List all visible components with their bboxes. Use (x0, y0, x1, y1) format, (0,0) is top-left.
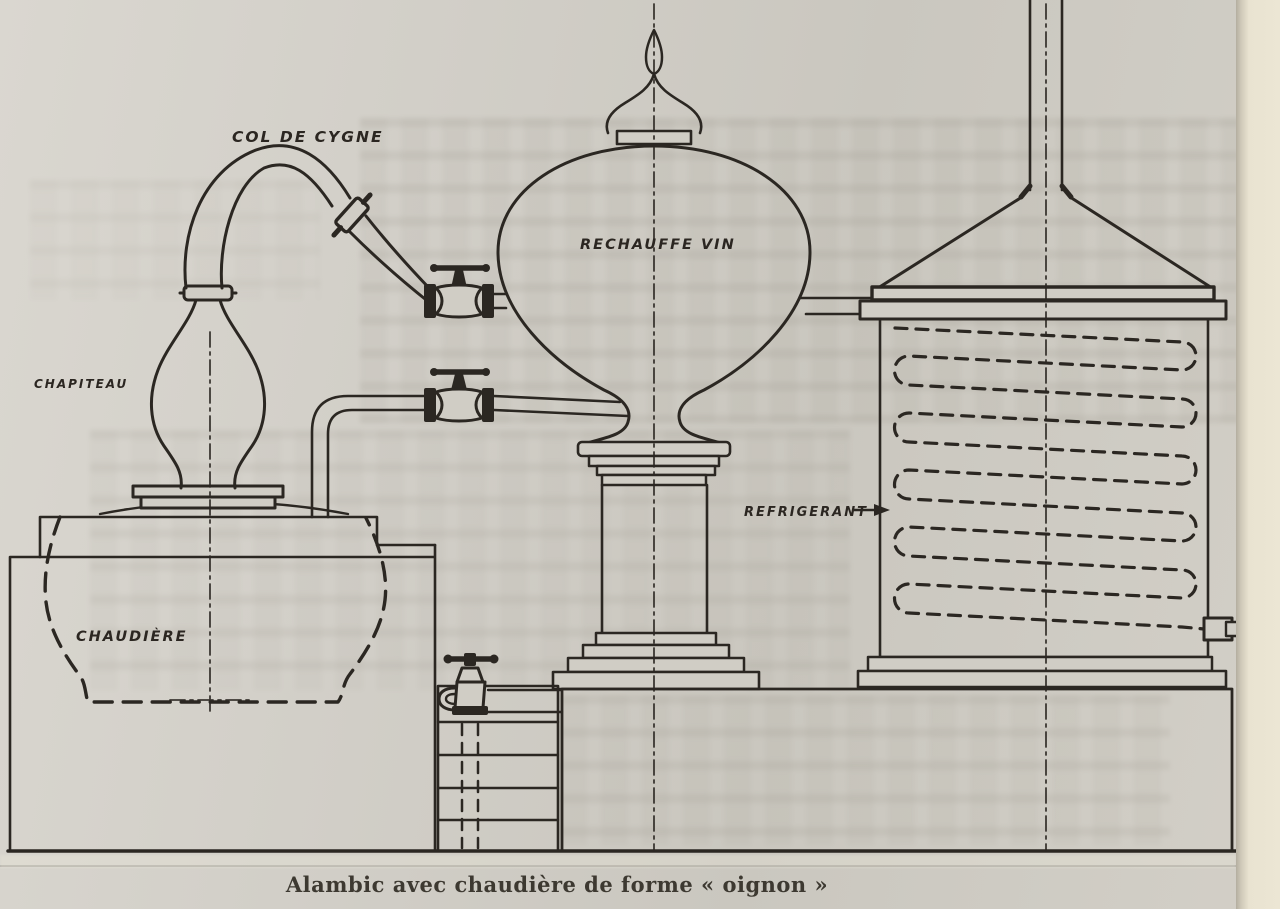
plinth-base (486, 687, 1234, 853)
vapour-pipe-to-heater (492, 292, 508, 310)
lower-valve (424, 368, 494, 423)
label-chapiteau: CHAPITEAU (34, 377, 128, 391)
ground-line (0, 849, 1238, 867)
pipe-union-fitting (331, 192, 373, 238)
page-edge (1236, 0, 1280, 909)
chaudiere-dashed-outline (43, 515, 388, 704)
arrow-icon (874, 504, 890, 516)
coil-outlet-spout (1202, 616, 1240, 642)
boiler-furnace (8, 484, 437, 853)
tap-column (436, 684, 560, 853)
label-rechauffe-vin: RECHAUFFE VIN (580, 237, 736, 253)
chapiteau-vessel (149, 284, 267, 490)
label-refrigerant: REFRIGERANT (744, 504, 890, 520)
condenser-tank (856, 0, 1240, 689)
figure-caption: Alambic avec chaudière de forme « oignon… (285, 872, 829, 897)
scan-light-band (0, 855, 1236, 868)
wine-feed-pipe (310, 394, 630, 519)
svg-text:REFRIGERANT: REFRIGERANT (744, 505, 868, 520)
label-chaudiere: CHAUDIÈRE (76, 628, 188, 645)
upper-valve (424, 264, 494, 319)
cooling-coil (892, 326, 1206, 631)
label-col-de-cygne: COL DE CYGNE (232, 128, 384, 146)
pedestal-column (551, 440, 761, 691)
drain-tap (437, 653, 499, 715)
center-line (169, 3, 1047, 852)
chimney-pipe (1018, 0, 1074, 200)
swan-neck-pipe (183, 144, 432, 305)
